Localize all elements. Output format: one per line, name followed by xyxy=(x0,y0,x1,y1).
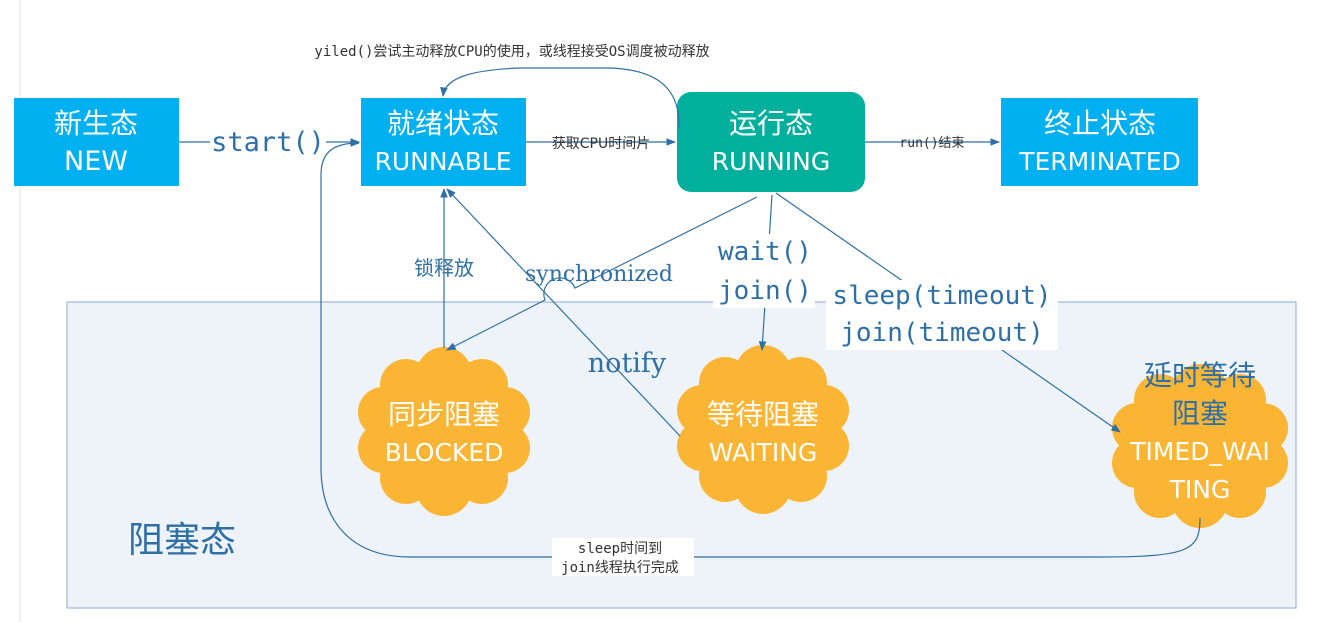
state-waiting-en: WAITING xyxy=(709,438,818,467)
label-synchronized: synchronized xyxy=(525,262,673,287)
label-get-cpu: 获取CPU时间片 xyxy=(552,136,650,152)
state-running: 运行态 RUNNING xyxy=(677,92,865,192)
state-blocked: 同步阻塞 BLOCKED xyxy=(358,347,530,516)
state-waiting: 等待阻塞 WAITING xyxy=(677,345,849,514)
timed-waiting-cloud-shape xyxy=(1112,364,1288,528)
state-terminated: 终止状态 TERMINATED xyxy=(1001,98,1198,186)
state-blocked-en: BLOCKED xyxy=(385,438,504,467)
label-sleep-timeout: sleep(timeout) xyxy=(832,281,1051,311)
label-notify: notify xyxy=(588,348,667,379)
label-join-timeout: join(timeout) xyxy=(840,318,1044,348)
state-timed-waiting-cn2: 阻塞 xyxy=(1172,397,1228,430)
state-timed-waiting-cn1: 延时等待 xyxy=(1144,359,1256,392)
state-runnable: 就绪状态 RUNNABLE xyxy=(361,98,526,186)
done-label-bg xyxy=(552,538,694,576)
state-runnable-cn: 就绪状态 xyxy=(387,107,499,140)
label-yield: yiled()尝试主动释放CPU的使用，或线程接受OS调度被动释放 xyxy=(314,43,709,60)
wait-join-label-bg xyxy=(713,234,815,308)
edge-sleep-done xyxy=(320,139,1201,558)
edge-yield xyxy=(440,67,680,129)
label-run-end: run()结束 xyxy=(899,136,964,151)
state-timed-waiting: 延时等待 阻塞 TIMED_WAI TING xyxy=(1112,359,1288,528)
label-wait: wait() xyxy=(718,237,812,267)
edge-notify xyxy=(446,188,681,437)
state-new-cn: 新生态 xyxy=(54,107,138,140)
edge-synchronized xyxy=(446,196,758,351)
state-timed-waiting-en2: TING xyxy=(1169,475,1231,504)
label-lock-release: 锁释放 xyxy=(414,256,474,280)
blocked-cloud-shape xyxy=(358,347,530,516)
label-join: join() xyxy=(718,276,812,306)
state-timed-waiting-en1: TIMED_WAI xyxy=(1129,437,1270,466)
waiting-cloud-shape xyxy=(677,345,849,514)
label-sleep-done: sleep时间到 xyxy=(578,541,662,557)
arrows xyxy=(179,67,1201,558)
state-waiting-cn: 等待阻塞 xyxy=(707,398,819,431)
state-terminated-en: TERMINATED xyxy=(1018,147,1181,176)
label-join-done: join线程执行完成 xyxy=(561,560,679,576)
state-running-en: RUNNING xyxy=(712,147,831,176)
state-running-cn: 运行态 xyxy=(729,107,813,140)
state-new: 新生态 NEW xyxy=(14,98,179,186)
label-start: start() xyxy=(211,127,325,158)
region-label: 阻塞态 xyxy=(128,520,236,561)
timeout-label-bg xyxy=(826,280,1058,350)
state-blocked-cn: 同步阻塞 xyxy=(388,398,500,431)
state-new-en: NEW xyxy=(64,146,128,177)
state-terminated-cn: 终止状态 xyxy=(1044,107,1156,140)
state-runnable-en: RUNNABLE xyxy=(374,147,511,176)
